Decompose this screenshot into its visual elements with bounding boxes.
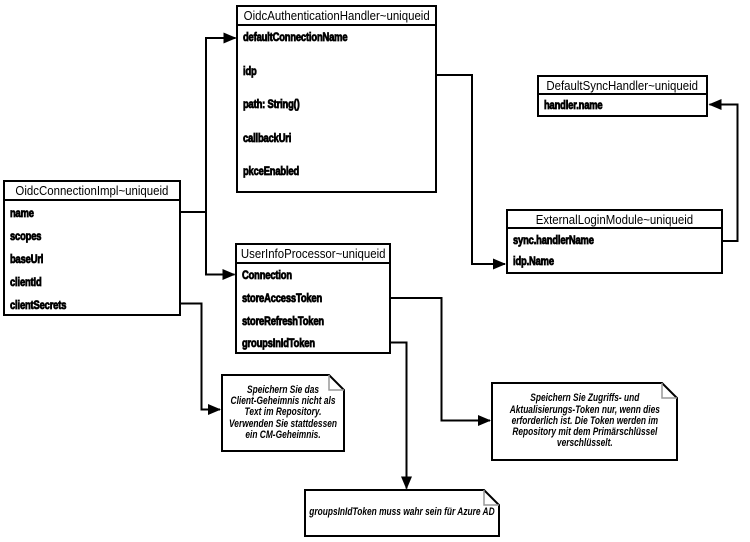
edge-clientsecrets-to-note bbox=[181, 302, 221, 415]
note-text: Speichern Sie Zugriffs- und Aktualisieru… bbox=[509, 392, 660, 450]
field-scopes: scopes bbox=[10, 228, 42, 243]
edge-connectionimpl-to-userinfoprocessor bbox=[205, 212, 236, 280]
class-title-text: DefaultSyncHandler~uniqueid bbox=[546, 77, 699, 93]
field-connection: Connection bbox=[242, 268, 293, 283]
class-external-login-module[interactable]: ExternalLoginModule~uniqueid sync.handle… bbox=[506, 209, 723, 274]
class-oidc-authentication-handler[interactable]: OidcAuthenticationHandler~uniqueid defau… bbox=[236, 5, 437, 193]
field-path-string: path: String() bbox=[243, 97, 300, 112]
field-baseurl: baseUrl bbox=[10, 251, 44, 267]
class-title-text: ExternalLoginModule~uniqueid bbox=[535, 211, 694, 227]
field-name: name bbox=[10, 205, 35, 220]
note-azure[interactable]: groupsInIdToken muss wahr sein für Azure… bbox=[304, 489, 500, 537]
field-pkceenabled: pkceEnabled bbox=[243, 164, 300, 179]
class-title: ExternalLoginModule~uniqueid bbox=[508, 211, 721, 229]
field-clientsecrets: clientSecrets bbox=[10, 298, 67, 313]
field-handler-name: handler.name bbox=[544, 98, 603, 113]
edge-authhandler-to-externalloginmodule bbox=[437, 74, 506, 270]
edge-externalloginmodule-to-defaultsynchandler bbox=[708, 99, 739, 242]
note-shape bbox=[221, 374, 345, 452]
field-storeaccesstoken: storeAccessToken bbox=[242, 291, 323, 306]
class-user-info-processor[interactable]: UserInfoProcessor~uniqueid Connection st… bbox=[235, 243, 391, 354]
class-title-text: OidcConnectionImpl~uniqueid bbox=[15, 183, 169, 198]
field-idp: idp bbox=[243, 63, 257, 78]
note-text: Speichern Sie das Client-Geheimnis nicht… bbox=[229, 383, 337, 441]
edge-storetokens-to-note bbox=[391, 297, 491, 426]
class-title: UserInfoProcessor~uniqueid bbox=[237, 245, 389, 264]
class-oidc-connection-impl[interactable]: OidcConnectionImpl~uniqueid name scopes … bbox=[3, 180, 181, 316]
field-clientid: clientId bbox=[10, 275, 42, 290]
note-shape bbox=[304, 489, 500, 537]
note-shape bbox=[491, 382, 678, 461]
class-title-text: UserInfoProcessor~uniqueid bbox=[240, 246, 386, 261]
class-title: DefaultSyncHandler~uniqueid bbox=[539, 77, 706, 95]
note-text: groupsInIdToken muss wahr sein für Azure… bbox=[309, 506, 495, 519]
note-tokens[interactable]: Speichern Sie Zugriffs- und Aktualisieru… bbox=[491, 382, 678, 461]
class-default-sync-handler[interactable]: DefaultSyncHandler~uniqueid handler.name bbox=[537, 75, 708, 117]
field-groupsinidtoken: groupsInIdToken bbox=[242, 336, 316, 351]
class-title: OidcConnectionImpl~uniqueid bbox=[5, 182, 179, 201]
field-sync-handlername: sync.handlerName bbox=[513, 232, 595, 247]
field-callbackuri: callbackUri bbox=[243, 130, 292, 145]
edge-connectionimpl-to-authhandler bbox=[205, 32, 237, 275]
class-title-text: OidcAuthenticationHandler~uniqueid bbox=[243, 8, 430, 23]
field-defaultconnectionname: defaultConnectionName bbox=[243, 30, 348, 45]
note-client-secret[interactable]: Speichern Sie das Client-Geheimnis nicht… bbox=[221, 374, 345, 452]
edge-groupsinidtoken-to-note bbox=[391, 341, 412, 490]
field-storerefreshtoken: storeRefreshToken bbox=[242, 313, 325, 328]
field-idp-name: idp.Name bbox=[513, 254, 555, 269]
class-title: OidcAuthenticationHandler~uniqueid bbox=[238, 7, 435, 26]
